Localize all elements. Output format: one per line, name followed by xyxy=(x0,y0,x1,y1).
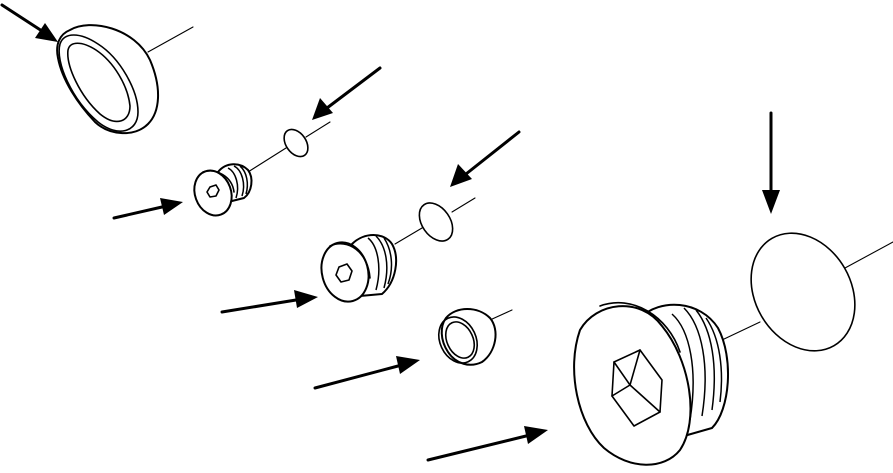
hex-socket-icon xyxy=(206,184,220,198)
o-ring-large xyxy=(721,232,893,352)
hex-socket-icon xyxy=(335,263,353,283)
plug-small xyxy=(193,163,253,217)
plug-large-head xyxy=(573,305,692,466)
plug-large xyxy=(573,301,729,466)
callout-arrow xyxy=(112,198,183,220)
callout-arrow xyxy=(0,3,58,42)
cap-large-rim xyxy=(58,34,139,132)
callout-arrow xyxy=(450,130,521,187)
centerline xyxy=(394,227,423,245)
centerline xyxy=(147,26,194,53)
cap-small xyxy=(437,308,513,366)
callout-arrow xyxy=(762,111,780,214)
o-ring-medium xyxy=(394,197,476,245)
callout-arrow xyxy=(220,290,318,314)
o-ring-medium-ellipse xyxy=(418,202,454,242)
centerline xyxy=(451,197,476,213)
o-ring-small xyxy=(247,121,331,173)
cap-small-rim xyxy=(437,316,479,364)
callout-arrow xyxy=(312,66,382,120)
cap-large xyxy=(56,24,194,135)
centerline xyxy=(721,321,761,341)
centerline xyxy=(305,121,331,138)
centerline xyxy=(247,147,287,173)
centerline xyxy=(489,309,513,321)
plug-medium xyxy=(320,234,398,303)
cap-small-body xyxy=(440,308,497,366)
cap-small-inner-rim xyxy=(444,321,476,359)
cap-large-inner-rim xyxy=(67,42,131,123)
o-ring-large-ellipse xyxy=(750,232,856,352)
o-ring-small-ellipse xyxy=(283,128,309,158)
callout-arrow xyxy=(426,426,548,462)
centerline xyxy=(844,241,893,269)
callout-arrow xyxy=(313,356,420,390)
cap-large-body xyxy=(56,24,160,135)
